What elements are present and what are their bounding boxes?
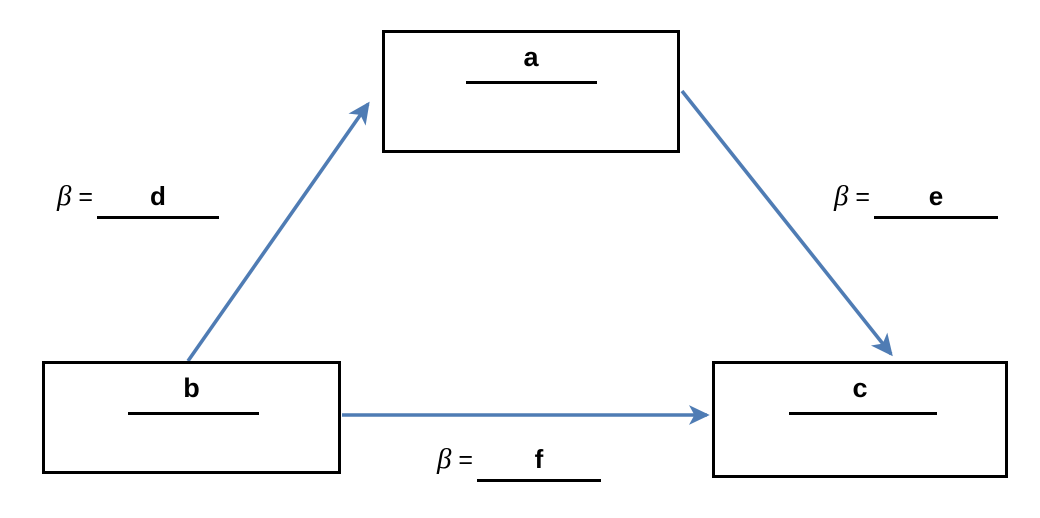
equals-sign-f: =	[451, 446, 473, 474]
node-a-content: a	[385, 41, 677, 84]
node-a-blank-line[interactable]	[466, 81, 597, 84]
equals-sign-e: =	[848, 183, 870, 211]
node-c-label: c	[852, 373, 868, 403]
node-b-label: b	[183, 373, 200, 403]
node-c-blank-line[interactable]	[789, 412, 937, 415]
path-label-f: β =f	[437, 444, 601, 482]
path-d-value-blank[interactable]: d	[97, 181, 219, 219]
arrow-path-b-to-a	[186, 101, 370, 363]
node-c-content: c	[715, 372, 1005, 415]
arrow-path-a-to-c	[680, 89, 893, 357]
beta-symbol-f: β	[437, 443, 452, 475]
node-box-c[interactable]: c	[712, 361, 1008, 478]
path-label-e: β =e	[834, 181, 998, 219]
path-e-value-blank[interactable]: e	[874, 181, 998, 219]
beta-symbol-d: β	[57, 180, 72, 212]
node-b-blank-line[interactable]	[128, 412, 259, 415]
equals-sign-d: =	[71, 183, 93, 211]
path-label-d: β =d	[57, 181, 219, 219]
node-box-a[interactable]: a	[382, 30, 680, 153]
path-f-value-blank[interactable]: f	[477, 444, 601, 482]
node-b-content: b	[45, 372, 338, 415]
node-a-label: a	[523, 42, 539, 72]
node-box-b[interactable]: b	[42, 361, 341, 474]
beta-symbol-e: β	[834, 180, 849, 212]
